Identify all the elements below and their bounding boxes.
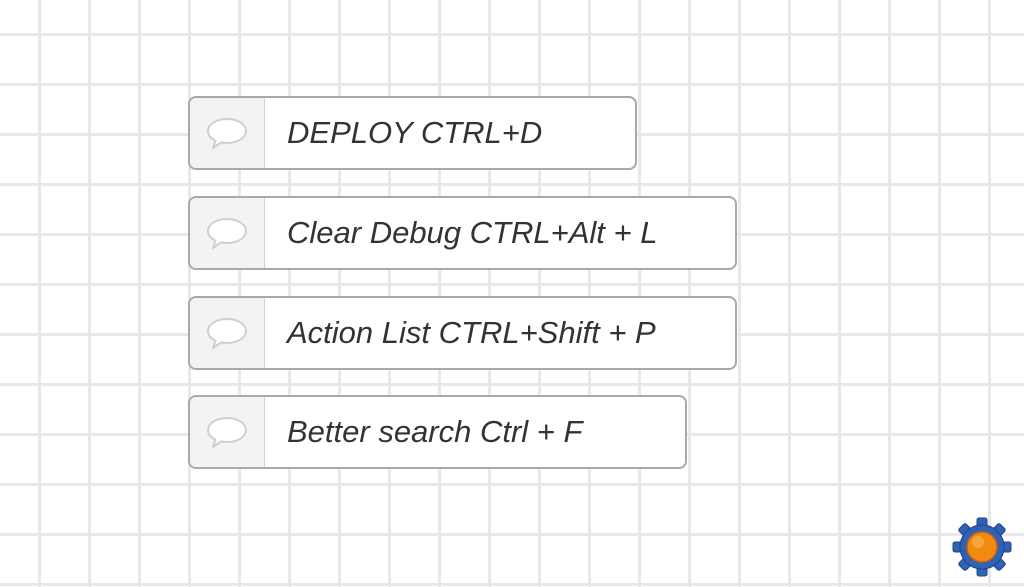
node-label: Better search Ctrl + F [287,414,583,449]
node-icon-panel [190,397,265,467]
comment-node-action-list[interactable]: Action List CTRL+Shift + P [188,296,737,370]
settings-gear-button[interactable] [952,517,1012,577]
node-label: Clear Debug CTRL+Alt + L [287,215,658,250]
comment-icon [207,118,247,149]
node-icon-panel [190,98,265,168]
comment-icon [207,318,247,349]
comment-icon [207,218,247,249]
node-label: DEPLOY CTRL+D [287,115,543,150]
comment-icon [207,417,247,448]
gear-icon [952,517,1012,577]
comment-node-clear-debug[interactable]: Clear Debug CTRL+Alt + L [188,196,737,270]
node-icon-panel [190,198,265,268]
node-icon-panel [190,298,265,368]
comment-node-deploy[interactable]: DEPLOY CTRL+D [188,96,637,170]
comment-node-better-search[interactable]: Better search Ctrl + F [188,395,687,469]
node-label: Action List CTRL+Shift + P [287,315,656,350]
